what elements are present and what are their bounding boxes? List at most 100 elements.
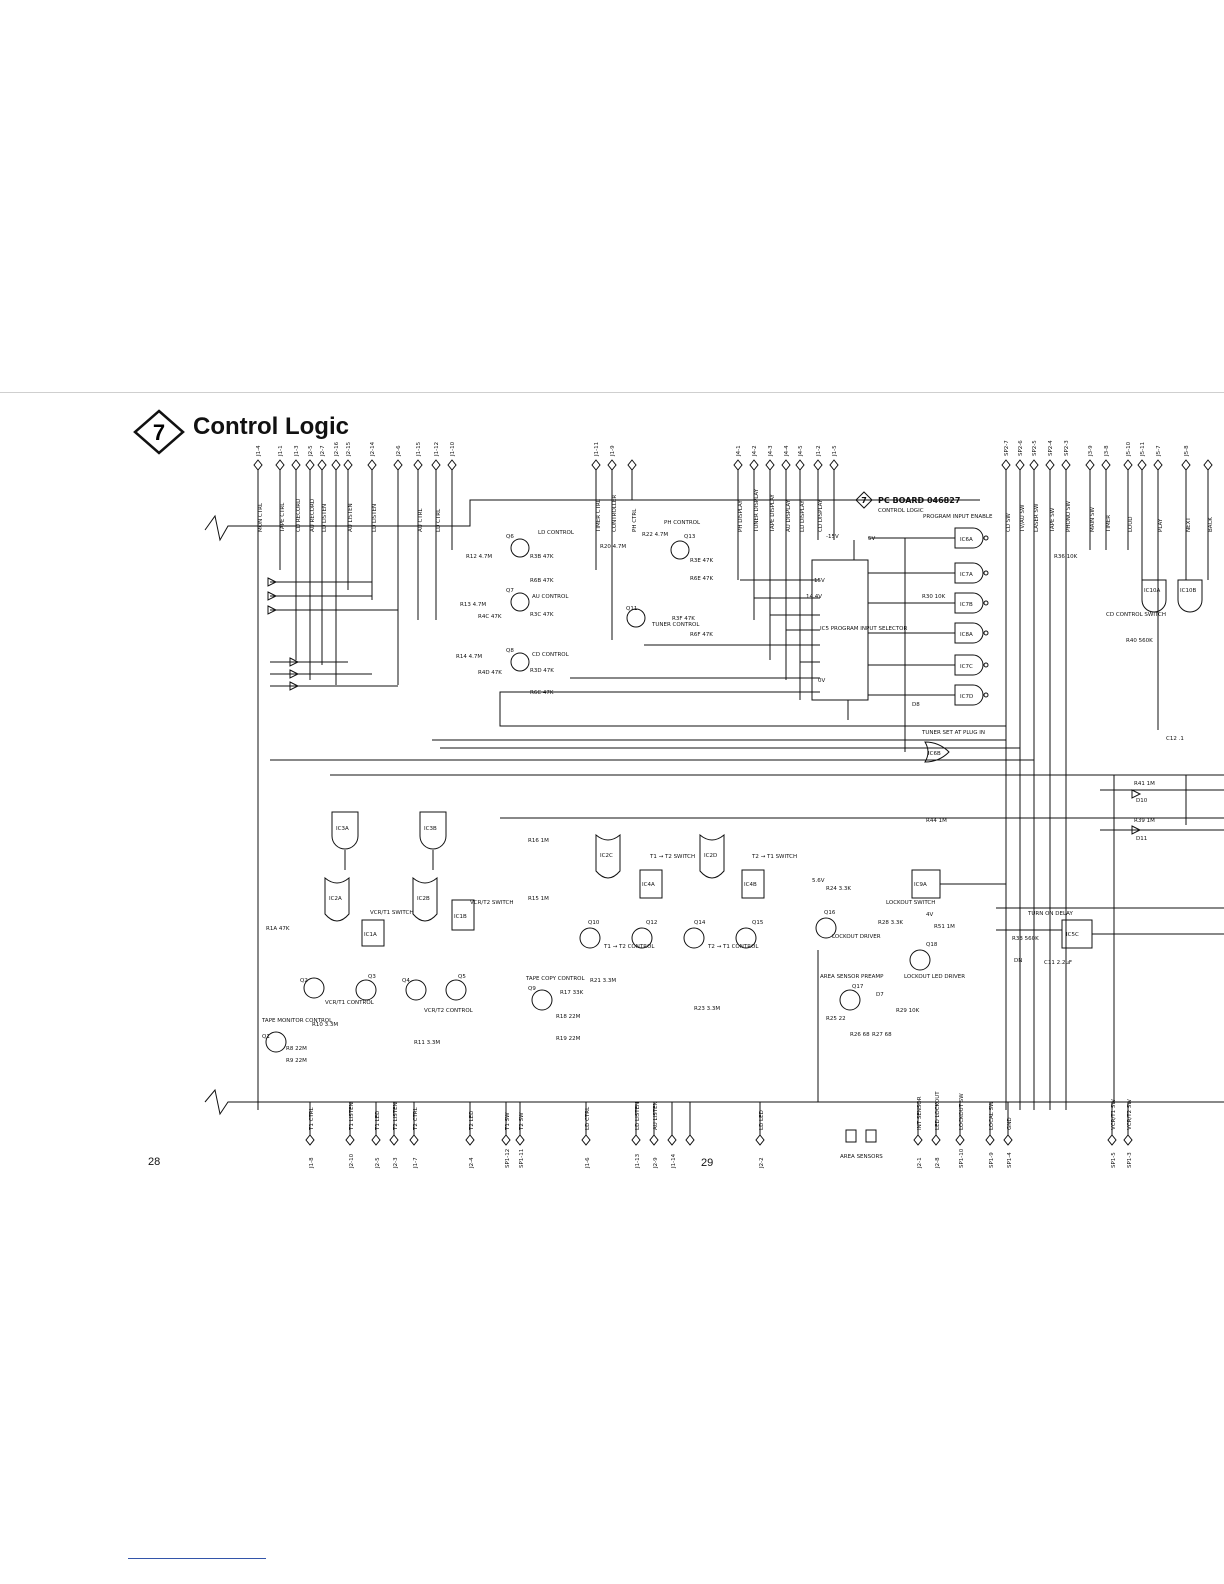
ic-label: IC6B	[928, 751, 941, 757]
part-label: R19 22M	[556, 1036, 581, 1042]
connector-id: J1-11	[594, 442, 600, 457]
connector-id: J2-5	[308, 445, 314, 457]
connector-id: SP2-4	[1048, 440, 1054, 456]
top-connector-diamonds	[253, 459, 1213, 471]
ic10b-gate	[1177, 579, 1203, 613]
signal-label: AU LISTEN	[653, 1101, 659, 1130]
part-label: R3C 47K	[530, 612, 554, 618]
connector-id: J1-5	[832, 445, 838, 457]
ic-label: IC3B	[424, 826, 437, 832]
transistor-label: Q14	[694, 920, 706, 926]
transistor-label: Q17	[852, 984, 864, 990]
signal-label: T2 SW	[519, 1112, 525, 1131]
connector-id: SP2-3	[1064, 440, 1070, 456]
page-top-rule	[0, 392, 1224, 393]
top-connector-ids: J1-4 J1-1 J1-3 J2-5 J2-7 J2-16 J2-15 J2-…	[256, 440, 1190, 457]
part-label: R9 22M	[286, 1058, 307, 1064]
connector-id: J1-8	[309, 1157, 315, 1169]
ic-label: IC6A	[960, 537, 973, 543]
part-label: D7	[876, 992, 884, 998]
connector-id: SP1-11	[519, 1149, 525, 1168]
block-label: PH CONTROL	[664, 520, 701, 526]
transistor-label: Q18	[926, 942, 938, 948]
transistor-label: Q3	[368, 974, 376, 980]
ic-label: IC4A	[642, 882, 655, 888]
connector-id: SP1-9	[989, 1152, 995, 1168]
part-label: R6C 47K	[530, 690, 554, 696]
connector-id: J3-9	[1088, 445, 1094, 457]
top-signal-labels: MON CTRL TAPE CTRL CD RECORD AU RECORD L…	[258, 488, 1214, 533]
signal-label: T1 SW	[505, 1112, 511, 1131]
ic-label: IC2B	[417, 896, 430, 902]
part-label: D8	[912, 702, 920, 708]
block-label: AREA SENSORS	[840, 1154, 883, 1160]
signal-label: PLAY	[1158, 518, 1164, 532]
connector-id: SP1-12	[505, 1149, 511, 1168]
part-label: D10	[1136, 798, 1148, 804]
connector-id: J1-15	[416, 441, 422, 457]
part-label: R3D 47K	[530, 668, 554, 674]
transistor-label: Q12	[646, 920, 657, 926]
signal-label: TAPE CTRL	[280, 502, 286, 533]
ic-label: IC2A	[329, 896, 342, 902]
connector-id: J1-3	[294, 445, 300, 457]
part-label: C11 2.2µF	[1044, 960, 1072, 966]
block-label: TAPE COPY CONTROL	[525, 976, 586, 982]
signal-label: LD LISTEN	[635, 1102, 641, 1130]
part-label: R28 3.3K	[878, 920, 903, 926]
ic-label: IC10A	[1144, 588, 1160, 594]
connector-id: J4-5	[798, 445, 804, 457]
part-label: R51 1M	[934, 924, 955, 930]
connector-id: J5-8	[1184, 445, 1190, 457]
connector-id: J4-3	[768, 445, 774, 457]
voltage-label: 4V	[926, 912, 933, 918]
part-label: R15 1M	[528, 896, 549, 902]
connector-id: J2-6	[396, 445, 402, 457]
part-label: R25 22	[826, 1016, 846, 1022]
part-label: R4D 47K	[478, 670, 502, 676]
ic-label: IC5C	[1066, 932, 1079, 938]
voltage-label: 5.6V	[812, 878, 825, 884]
ic-label: IC7C	[960, 664, 973, 670]
schematic-diagram: 7 PC BOARD 046827 CONTROL LOGIC PROGRAM …	[204, 440, 1224, 1169]
signal-label: GND	[1007, 1117, 1013, 1130]
ic-label: IC2C	[600, 853, 613, 859]
connector-id: J2-7	[320, 445, 326, 457]
part-label: R18 22M	[556, 1014, 581, 1020]
connector-id: J1-13	[635, 1153, 641, 1169]
signal-label: TAPE DISPLAY	[770, 494, 776, 533]
ic2d-gate	[699, 833, 725, 879]
transistor-label: Q9	[528, 986, 536, 992]
voltage-label: 15V	[814, 578, 825, 584]
signal-label: AU LISTEN	[348, 503, 354, 532]
signal-label: LOUD	[1128, 517, 1134, 532]
connector-id: J1-14	[671, 1153, 677, 1169]
connector-id: J2-1	[917, 1157, 923, 1169]
connector-id: J2-2	[759, 1157, 765, 1169]
page-bottom-rule	[128, 1558, 266, 1559]
block-label: TURN ON DELAY	[1027, 911, 1073, 917]
part-label: R21 3.3M	[590, 978, 616, 984]
board-title-text: PC BOARD 046827	[878, 496, 960, 505]
connector-id: J2-9	[653, 1157, 659, 1169]
block-label: TAPE MONITOR CONTROL	[261, 1018, 333, 1024]
block-label: TUNER SET AT PLUG IN	[921, 730, 985, 736]
part-label: R22 4.7M	[642, 532, 668, 538]
ic3b-gate	[419, 811, 447, 850]
voltage-label: 0V	[818, 678, 825, 684]
bottom-connector-diamonds	[305, 1102, 1133, 1146]
page-title: Control Logic	[193, 413, 349, 440]
signal-label: T2 LISTEN	[393, 1102, 399, 1131]
connector-id: J4-1	[736, 445, 742, 457]
nand-gate-column	[868, 527, 989, 763]
top-connector-drops	[257, 470, 1209, 1110]
voltage-label: 14.4V	[806, 594, 822, 600]
block-label: LOCKOUT LED DRIVER	[904, 974, 965, 980]
block-label: VCR/T1 CONTROL	[325, 1000, 375, 1006]
connector-id: SP2-5	[1032, 440, 1038, 456]
ic-label: IC9A	[914, 882, 927, 888]
connector-id: SP2-7	[1004, 440, 1010, 456]
block-label: CD CONTROL	[532, 652, 570, 658]
signal-label: VCR/T1 SW	[1111, 1099, 1117, 1130]
connector-id: J2-14	[370, 441, 376, 457]
